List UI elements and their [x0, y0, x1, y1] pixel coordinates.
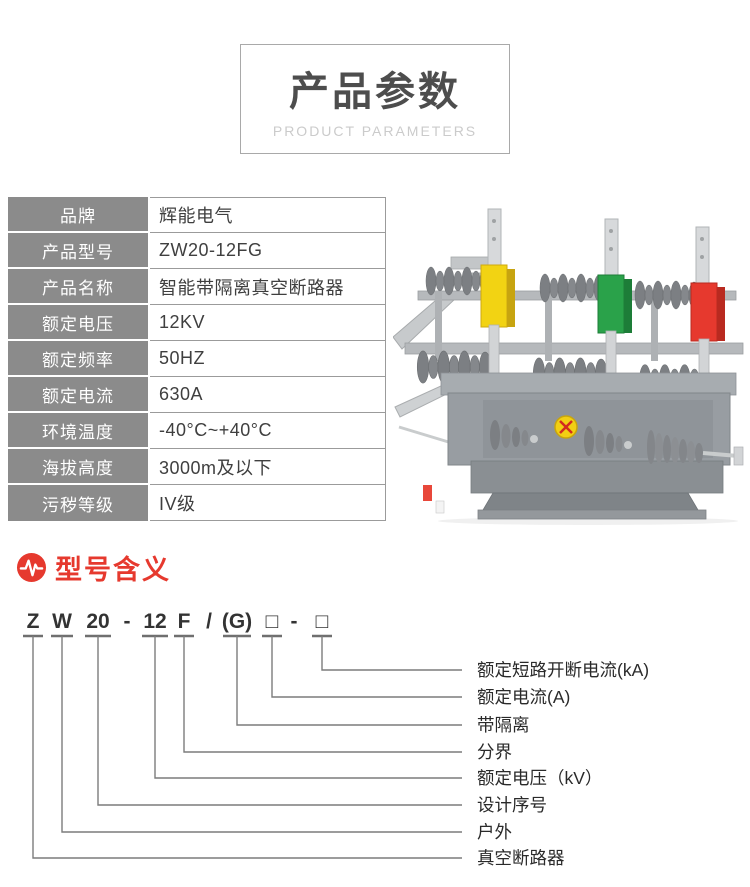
table-row: 额定电压 12KV — [8, 305, 386, 341]
meaning-label: 带隔离 — [477, 715, 530, 735]
meaning-label: 额定电压（kV） — [477, 768, 602, 788]
page-subtitle: PRODUCT PARAMETERS — [272, 123, 478, 139]
table-row: 产品型号 ZW20-12FG — [8, 233, 386, 269]
meaning-label: 真空断路器 — [477, 848, 565, 868]
spec-value: 3000m及以下 — [150, 449, 386, 485]
pulse-icon — [16, 552, 47, 583]
table-row: 环境温度 -40°C~+40°C — [8, 413, 386, 449]
spec-label: 污秽等级 — [8, 485, 148, 521]
meaning-label: 设计序号 — [477, 795, 547, 815]
spec-label: 产品名称 — [8, 269, 148, 305]
phase-cap-red — [690, 282, 725, 342]
spec-label: 额定电压 — [8, 305, 148, 341]
spec-label: 环境温度 — [8, 413, 148, 449]
diagram-connectors — [32, 636, 462, 859]
spec-value: 630A — [150, 377, 386, 413]
model-token: 12 — [143, 610, 166, 633]
lower-bushings — [490, 420, 632, 456]
side-labels — [423, 485, 445, 514]
phase-cap-yellow — [480, 264, 515, 328]
spec-table: 品牌 辉能电气 产品型号 ZW20-12FG 产品名称 智能带隔离真空断路器 额… — [8, 197, 386, 521]
spec-label: 额定电流 — [8, 377, 148, 413]
spec-label: 额定频率 — [8, 341, 148, 377]
model-meaning-section-header: 型号含义 — [16, 548, 171, 587]
meaning-label: 额定短路开断电流(kA) — [477, 660, 649, 680]
spec-value: 智能带隔离真空断路器 — [150, 269, 386, 305]
upper-insulators — [425, 266, 700, 310]
model-token: - — [124, 610, 131, 633]
spec-value: IV级 — [150, 485, 386, 521]
model-token: □ — [266, 610, 279, 633]
spec-value: 辉能电气 — [150, 197, 386, 233]
spec-label: 产品型号 — [8, 233, 148, 269]
product-photo-circuit-breaker — [393, 208, 744, 525]
spec-value: -40°C~+40°C — [150, 413, 386, 449]
spec-value: ZW20-12FG — [150, 233, 386, 269]
model-token: □ — [316, 610, 329, 633]
phase-cap-green — [597, 274, 632, 334]
meaning-label: 额定电流(A) — [477, 687, 570, 707]
model-token: W — [52, 610, 72, 633]
bellows-insulator — [647, 430, 744, 466]
model-token: F — [178, 610, 191, 633]
section-title-box: 产品参数 PRODUCT PARAMETERS — [240, 44, 510, 154]
warning-sticker — [554, 415, 578, 439]
page-title: 产品参数 — [289, 70, 461, 114]
section-title: 型号含义 — [55, 555, 171, 585]
base — [477, 492, 707, 520]
meaning-label: 分界 — [477, 742, 512, 762]
spec-value: 50HZ — [150, 341, 386, 377]
model-token: / — [206, 610, 212, 633]
table-row: 品牌 辉能电气 — [8, 197, 386, 233]
model-token: Z — [27, 610, 40, 633]
table-row: 额定电流 630A — [8, 377, 386, 413]
table-row: 产品名称 智能带隔离真空断路器 — [8, 269, 386, 305]
spec-value: 12KV — [150, 305, 386, 341]
table-row: 污秽等级 IV级 — [8, 485, 386, 521]
meaning-label: 户外 — [477, 822, 512, 842]
model-meaning-diagram: Z W 20 - 12 F / (G) □ - □ — [23, 610, 649, 868]
model-token: 20 — [86, 610, 109, 633]
model-token: - — [291, 610, 298, 633]
model-token: (G) — [222, 610, 252, 633]
table-row: 额定频率 50HZ — [8, 341, 386, 377]
top-terminals — [487, 208, 710, 286]
spec-label: 海拔高度 — [8, 449, 148, 485]
spec-label: 品牌 — [8, 197, 148, 233]
table-row: 海拔高度 3000m及以下 — [8, 449, 386, 485]
